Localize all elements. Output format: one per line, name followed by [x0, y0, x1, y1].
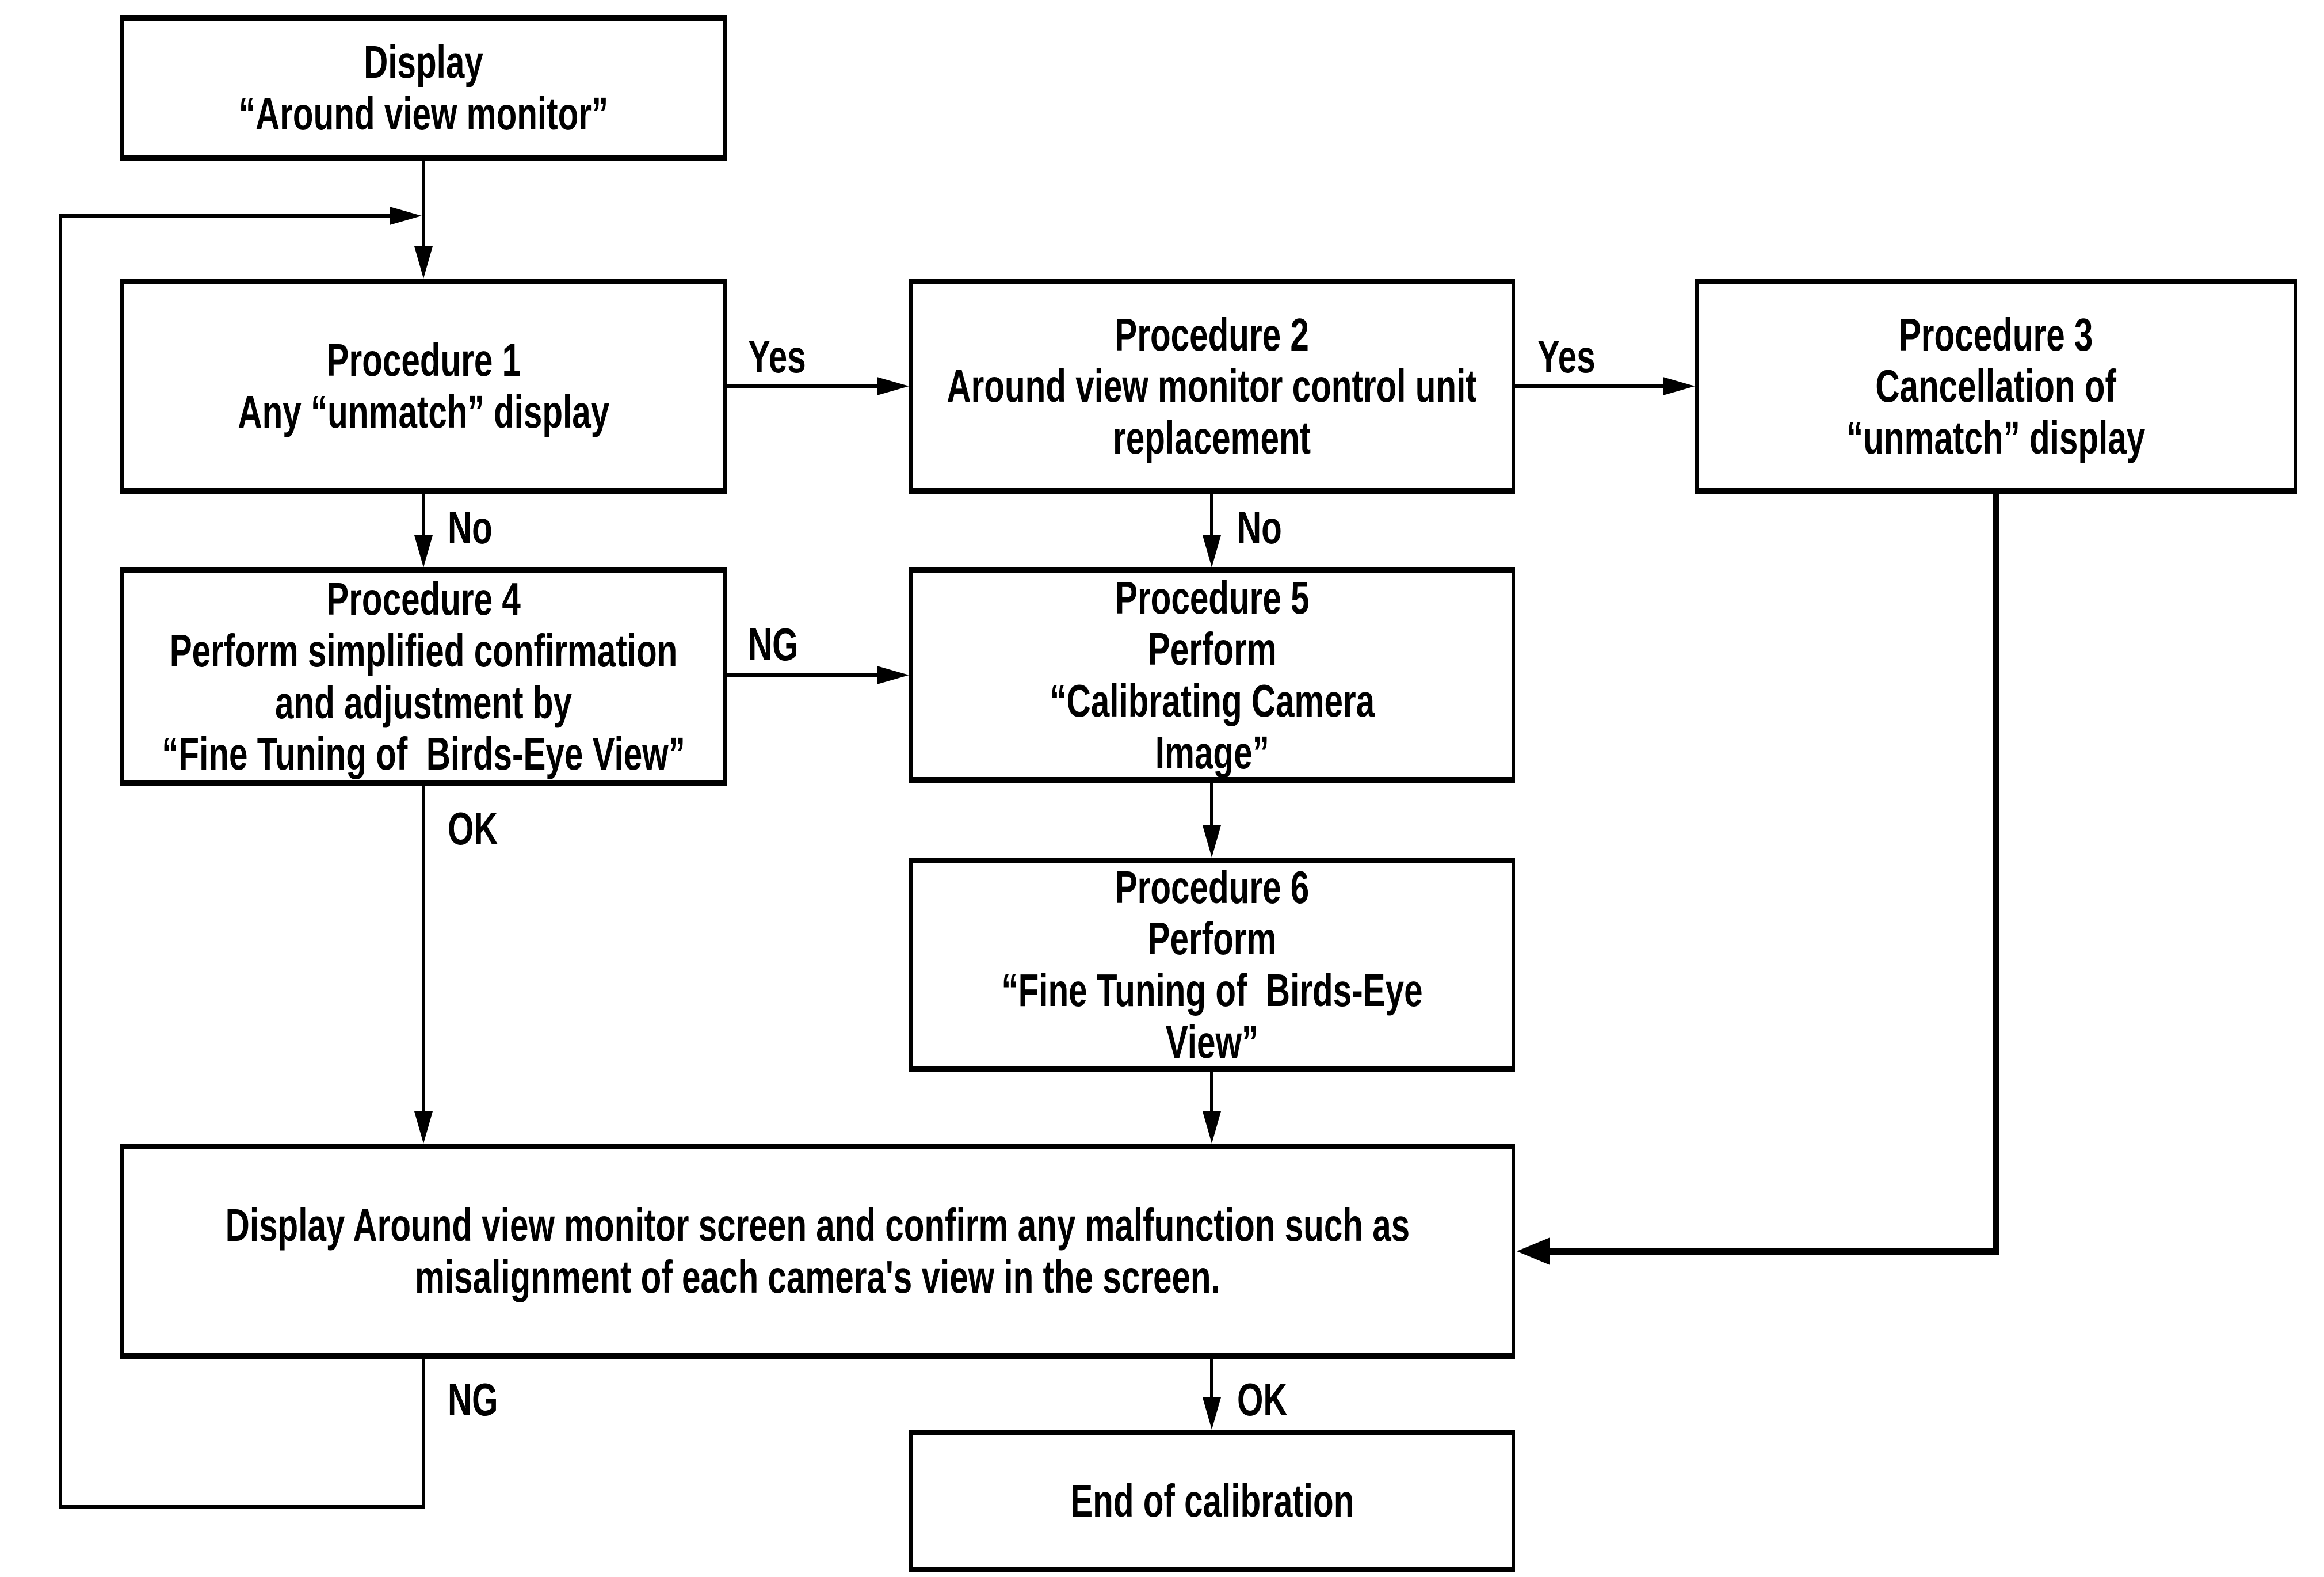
node-procedure-2: Procedure 2 Around view monitor control … [909, 279, 1515, 494]
edge-loop-return-top-line [60, 214, 391, 218]
edge-procedure-3-into-confirm-line [1550, 1248, 1999, 1255]
node-procedure-1-text: Procedure 1 Any “unmatch” display [238, 334, 609, 437]
node-display: Display “Around view monitor” [120, 15, 727, 161]
node-procedure-5-text: Procedure 5 Perform “Calibrating Camera … [1050, 572, 1375, 778]
edge-procedure-4-ng-line [727, 673, 880, 677]
arrowhead-procedure-3-into-confirm [1517, 1237, 1550, 1265]
node-procedure-5: Procedure 5 Perform “Calibrating Camera … [909, 567, 1515, 783]
node-procedure-4: Procedure 4 Perform simplified confirmat… [120, 567, 727, 786]
arrowhead-into-procedure-3 [1663, 377, 1695, 395]
node-display-text: Display “Around view monitor” [238, 36, 609, 139]
label-procedure-2-no: No [1237, 502, 1282, 553]
node-procedure-6-text: Procedure 6 Perform “Fine Tuning of Bird… [1001, 861, 1423, 1068]
node-end-of-calibration-text: End of calibration [1070, 1475, 1354, 1527]
edge-display-to-procedure-1-line [422, 161, 425, 247]
edge-procedure-2-yes-line [1515, 384, 1666, 388]
edge-procedure-6-to-confirm-line [1210, 1072, 1213, 1114]
node-procedure-3: Procedure 3 Cancellation of “unmatch” di… [1695, 279, 2297, 494]
node-procedure-2-text: Procedure 2 Around view monitor control … [947, 308, 1478, 463]
arrowhead-into-procedure-4 [414, 535, 433, 567]
arrowhead-loop-return-junction [390, 207, 422, 225]
edge-procedure-2-no-line [1210, 494, 1213, 538]
edge-confirm-ng-down-line [422, 1359, 425, 1509]
label-confirm-ng: NG [448, 1374, 498, 1425]
arrowhead-into-procedure-5 [1203, 535, 1221, 567]
edge-procedure-4-ok-line [422, 786, 425, 1114]
node-procedure-3-text: Procedure 3 Cancellation of “unmatch” di… [1846, 308, 2146, 463]
edge-confirm-ok-line [1210, 1359, 1213, 1400]
label-procedure-4-ng: NG [748, 619, 799, 670]
arrowhead-into-procedure-1 [414, 246, 433, 279]
label-procedure-1-yes: Yes [748, 331, 806, 382]
label-procedure-1-no: No [448, 502, 493, 553]
edge-loop-return-bottom-line [60, 1505, 425, 1509]
arrowhead-into-procedure-6 [1203, 825, 1221, 858]
node-procedure-6: Procedure 6 Perform “Fine Tuning of Bird… [909, 858, 1515, 1072]
node-confirm-screen-text: Display Around view monitor screen and c… [225, 1199, 1410, 1302]
arrowhead-into-end [1203, 1397, 1221, 1430]
node-end-of-calibration: End of calibration [909, 1430, 1515, 1572]
arrowhead-ok-into-confirm [414, 1111, 433, 1144]
edge-procedure-1-yes-line [727, 384, 880, 388]
edge-procedure-1-no-line [422, 494, 425, 538]
edge-loop-return-left-line [59, 214, 62, 1509]
label-confirm-ok: OK [1237, 1374, 1288, 1425]
arrowhead-procedure-6-into-confirm [1203, 1111, 1221, 1144]
node-procedure-4-text: Procedure 4 Perform simplified confirmat… [162, 573, 685, 780]
label-procedure-4-ok: OK [448, 803, 498, 854]
arrowhead-into-procedure-2 [877, 377, 909, 395]
label-procedure-2-yes: Yes [1537, 331, 1596, 382]
edge-procedure-3-down-line [1993, 494, 1999, 1255]
edge-procedure-5-to-6-line [1210, 783, 1213, 828]
node-procedure-1: Procedure 1 Any “unmatch” display [120, 279, 727, 494]
node-confirm-screen: Display Around view monitor screen and c… [120, 1144, 1515, 1359]
arrowhead-ng-into-procedure-5 [877, 666, 909, 684]
